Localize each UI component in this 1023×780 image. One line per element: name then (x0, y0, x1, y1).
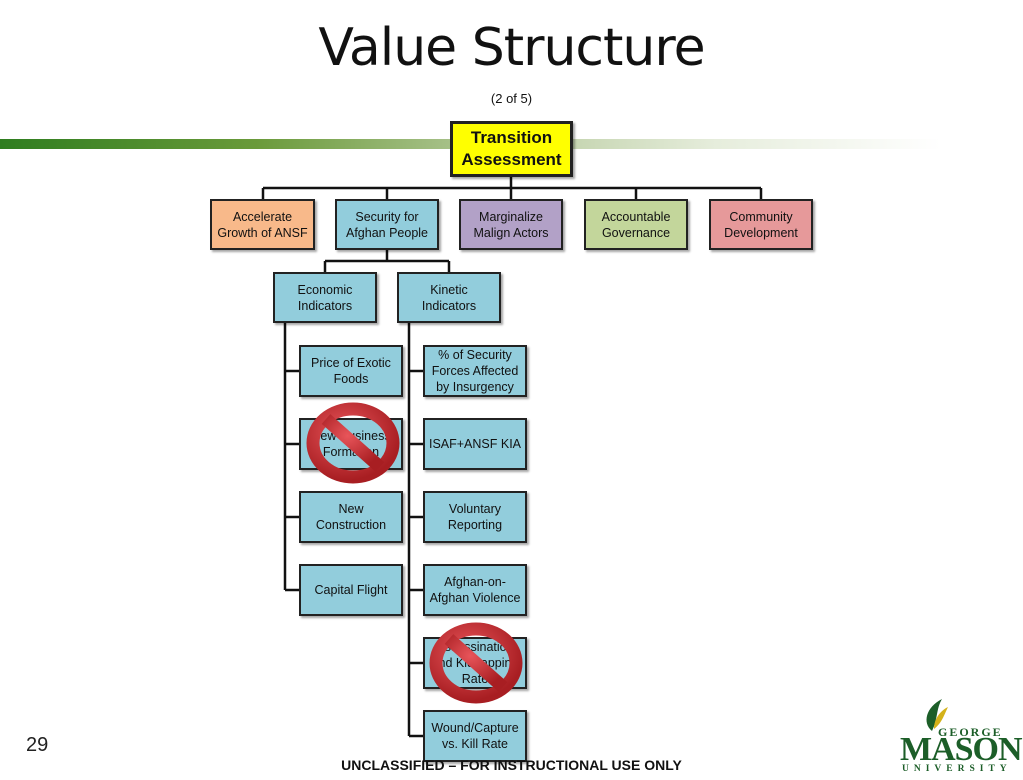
prohibited-icon (429, 622, 523, 704)
george-mason-logo: GEORGE MASON UNIVERSITY (898, 697, 1023, 777)
classification-footer: UNCLASSIFIED – FOR INSTRUCTIONAL USE ONL… (341, 757, 682, 773)
node-economic-indicators: Economic Indicators (273, 272, 377, 323)
logo-george-text: GEORGE (938, 725, 1003, 739)
node-price-exotic-foods: Price of Exotic Foods (299, 345, 403, 397)
node-security-forces-affected: % of Security Forces Affected by Insurge… (423, 345, 527, 397)
node-afghan-on-afghan-violence: Afghan-on- Afghan Violence (423, 564, 527, 616)
node-transition-assessment: Transition Assessment (450, 121, 573, 177)
slide-number: 29 (26, 734, 49, 756)
node-isaf-ansf-kia: ISAF+ANSF KIA (423, 418, 527, 470)
slide-title: Value Structure (318, 18, 705, 78)
logo-university-text: UNIVERSITY (902, 764, 1012, 774)
prohibited-icon (306, 402, 400, 484)
node-security-afghan-people: Security for Afghan People (335, 199, 439, 250)
node-wound-capture-kill-rate: Wound/Capture vs. Kill Rate (423, 710, 527, 762)
logo-mason-text: MASON (900, 731, 1023, 768)
node-new-construction: New Construction (299, 491, 403, 543)
node-accelerate-growth-ansf: Accelerate Growth of ANSF (210, 199, 315, 250)
node-capital-flight: Capital Flight (299, 564, 403, 616)
leaf-flame-icon (926, 699, 948, 731)
slide-subtitle: (2 of 5) (490, 91, 533, 106)
node-accountable-governance: Accountable Governance (584, 199, 688, 250)
node-marginalize-malign-actors: Marginalize Malign Actors (459, 199, 563, 250)
node-kinetic-indicators: Kinetic Indicators (397, 272, 501, 323)
node-community-development: Community Development (709, 199, 813, 250)
node-voluntary-reporting: Voluntary Reporting (423, 491, 527, 543)
